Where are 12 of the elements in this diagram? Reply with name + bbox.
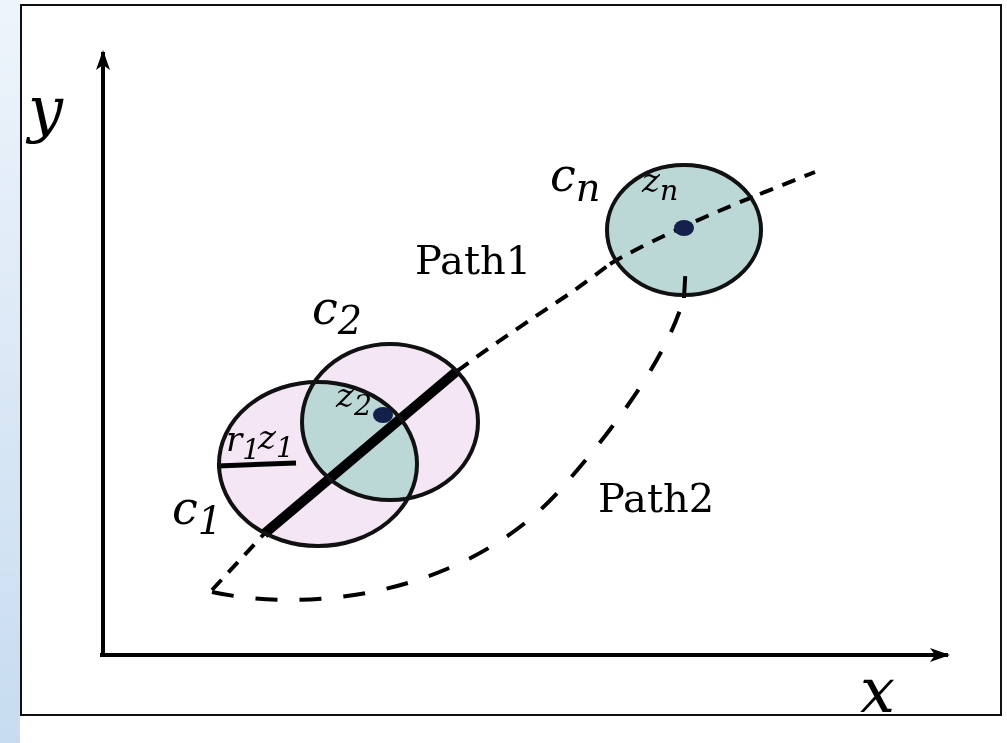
circle-region — [300, 342, 480, 502]
point-label: z$_{n}$ — [642, 163, 679, 206]
thick-path-segment — [260, 367, 461, 538]
circle-label: c$_{2}$ — [312, 285, 363, 341]
dashed-path — [759, 170, 816, 196]
point-label: z$_{2}$ — [336, 378, 372, 421]
dashed-path — [210, 532, 266, 592]
circle-label: c$_{n}$ — [550, 152, 601, 208]
circle-label: c$_{1}$ — [172, 485, 223, 541]
axis-label: x — [860, 660, 895, 722]
circle-region — [605, 163, 763, 297]
circle-region — [217, 380, 419, 548]
